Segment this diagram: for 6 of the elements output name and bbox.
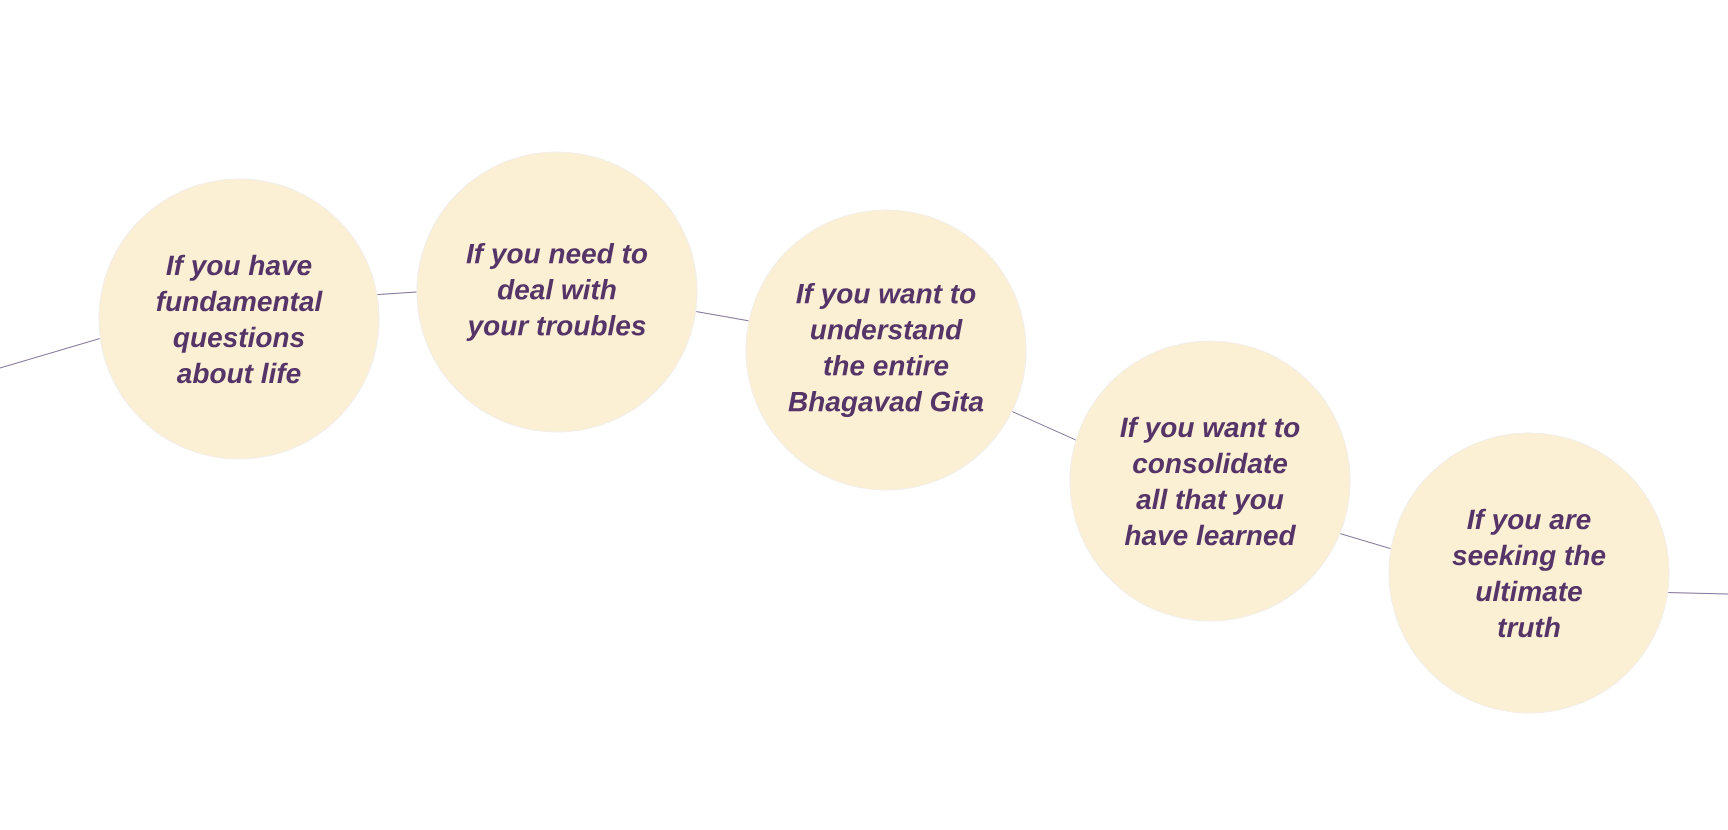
connector-line bbox=[1340, 533, 1391, 549]
connector-line bbox=[1012, 411, 1076, 441]
connector-line bbox=[695, 311, 749, 322]
connector-line bbox=[1667, 592, 1728, 595]
connector-line bbox=[0, 338, 101, 369]
connector-line bbox=[377, 291, 417, 295]
